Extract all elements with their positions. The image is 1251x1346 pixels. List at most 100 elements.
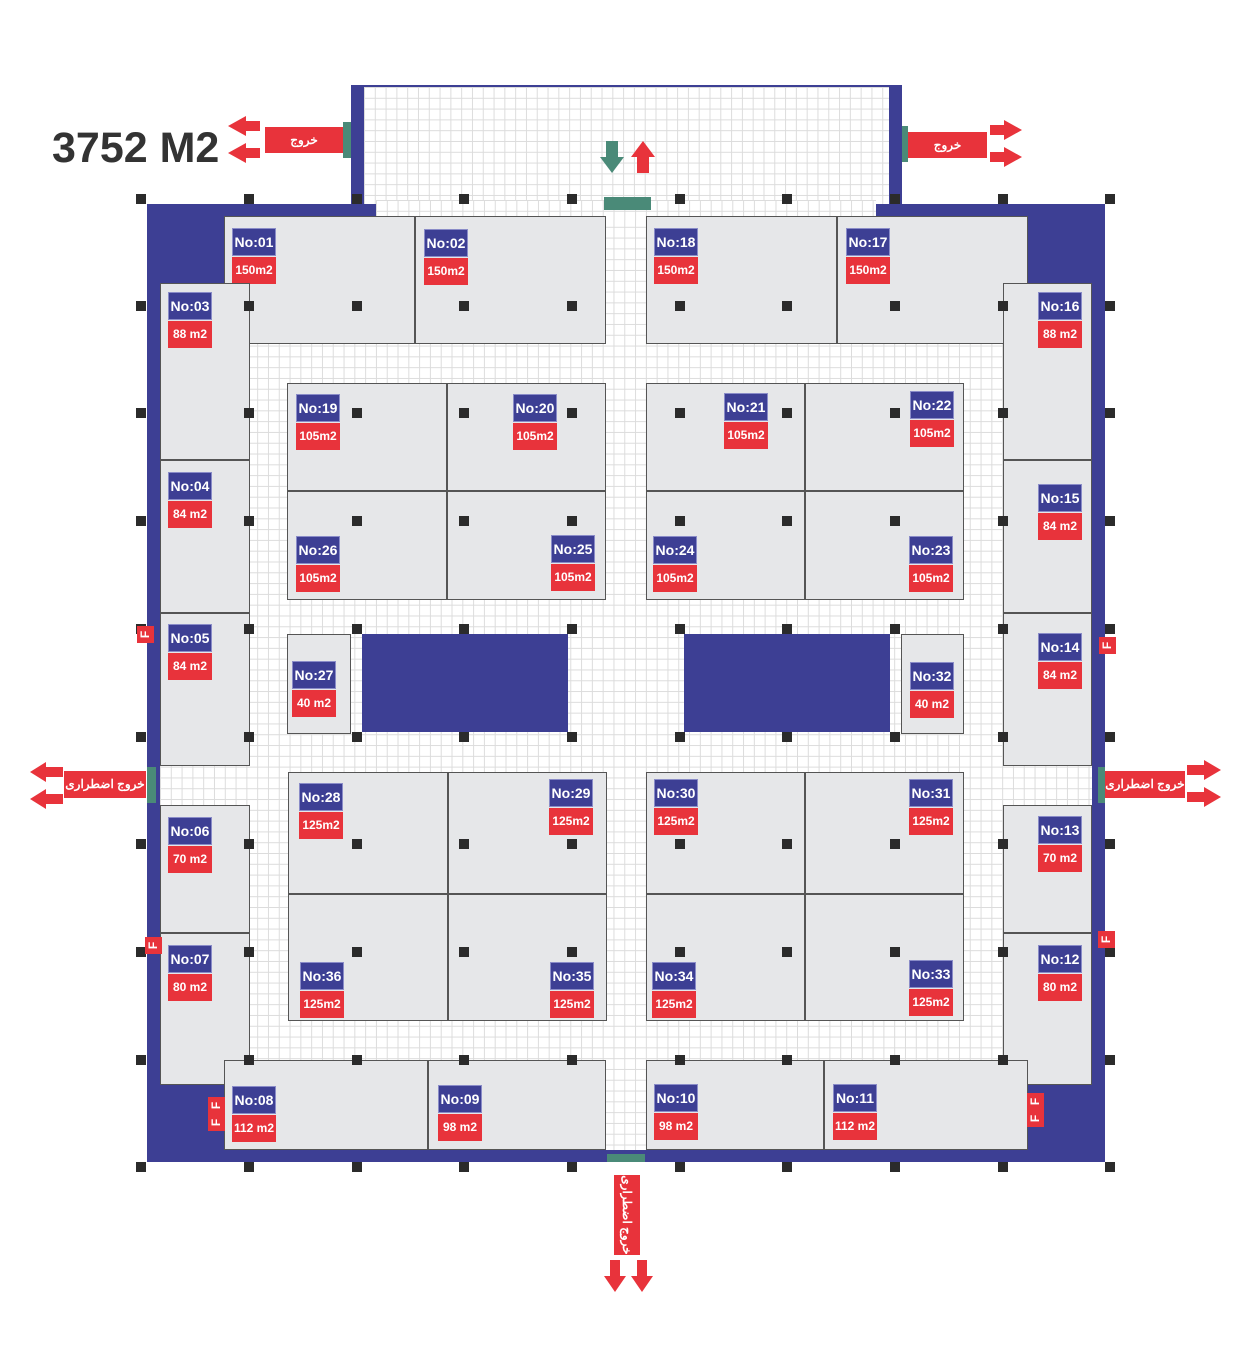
pillar — [998, 947, 1008, 957]
booth-number: No:17 — [846, 228, 890, 256]
pillar — [244, 1055, 254, 1065]
pillar — [567, 408, 577, 418]
pillar — [136, 732, 146, 742]
booth-number: No:08 — [232, 1086, 276, 1114]
booth-area: 150m2 — [232, 257, 276, 284]
pillar — [675, 1055, 685, 1065]
pillar — [459, 516, 469, 526]
pillar — [136, 947, 146, 957]
fire-label: F — [209, 1101, 223, 1110]
emergency-exit-sign: خروج اضطراری — [64, 771, 146, 798]
pillar — [244, 947, 254, 957]
pillar — [782, 1162, 792, 1172]
pillar — [1105, 301, 1115, 311]
booth-number: No:03 — [168, 292, 212, 320]
pillar — [567, 1162, 577, 1172]
pillar — [998, 1055, 1008, 1065]
emergency-exit-sign: خروج اضطراری — [265, 127, 343, 173]
booth-number: No:12 — [1038, 945, 1082, 973]
pillar — [352, 732, 362, 742]
booth-area: 80 m2 — [1038, 974, 1082, 1001]
fire-extinguisher-marker: F — [208, 1097, 225, 1114]
arrow-right-icon — [1187, 760, 1221, 780]
pillar — [890, 194, 900, 204]
pillar — [890, 947, 900, 957]
pillar — [1105, 194, 1115, 204]
booth-number: No:18 — [654, 228, 698, 256]
pillar — [675, 516, 685, 526]
booth-area: 105m2 — [724, 422, 768, 449]
pillar — [459, 1055, 469, 1065]
fire-label: F — [209, 1118, 223, 1127]
arrow-down-icon — [631, 1260, 653, 1292]
pillar — [459, 732, 469, 742]
pillar — [1105, 947, 1115, 957]
fire-extinguisher-marker: F — [1099, 637, 1116, 654]
pillar — [890, 1055, 900, 1065]
booth-area: 70 m2 — [168, 846, 212, 873]
emergency-exit-sign: خروج اضطراری — [1105, 771, 1185, 798]
booth-number: No:04 — [168, 472, 212, 500]
pillar — [459, 624, 469, 634]
booth-area: 40 m2 — [910, 691, 954, 718]
pillar — [675, 408, 685, 418]
pillar — [567, 194, 577, 204]
pillar — [136, 839, 146, 849]
pillar — [998, 301, 1008, 311]
fire-label: F — [146, 941, 160, 950]
booth-area: 88 m2 — [168, 321, 212, 348]
pillar — [675, 839, 685, 849]
pillar — [567, 516, 577, 526]
pillar — [459, 839, 469, 849]
booth-number: No:19 — [296, 394, 340, 422]
pillar — [890, 301, 900, 311]
arrow-down-icon — [600, 141, 624, 173]
pillar — [459, 301, 469, 311]
pillar — [244, 1162, 254, 1172]
arrow-left-icon — [228, 116, 260, 136]
pillar — [244, 301, 254, 311]
booth-area: 84 m2 — [1038, 513, 1082, 540]
pillar — [998, 194, 1008, 204]
pillar — [352, 516, 362, 526]
pillar — [352, 194, 362, 204]
booth-number: No:23 — [909, 536, 953, 564]
door — [343, 122, 351, 158]
pillar — [890, 839, 900, 849]
pillar — [352, 1162, 362, 1172]
pillar — [459, 194, 469, 204]
total-area-title: 3752 M2 — [52, 124, 220, 172]
emergency-exit-sign: خروج اضطراری — [614, 1175, 640, 1255]
pillar — [890, 624, 900, 634]
fire-extinguisher-marker: F — [1027, 1110, 1044, 1127]
booth-number: No:33 — [909, 960, 953, 988]
booth-number: No:34 — [652, 962, 696, 990]
pillar — [136, 1055, 146, 1065]
booth-area: 125m2 — [909, 989, 953, 1016]
pillar — [782, 1055, 792, 1065]
booth-area: 150m2 — [846, 257, 890, 284]
booth-area: 105m2 — [910, 420, 954, 447]
booth-area: 125m2 — [550, 991, 594, 1018]
booth[interactable] — [805, 894, 964, 1021]
annex-floor — [364, 87, 889, 217]
pillar — [136, 194, 146, 204]
booth-area: 125m2 — [300, 991, 344, 1018]
booth-number: No:11 — [833, 1084, 877, 1112]
arrow-left-icon — [228, 143, 260, 163]
